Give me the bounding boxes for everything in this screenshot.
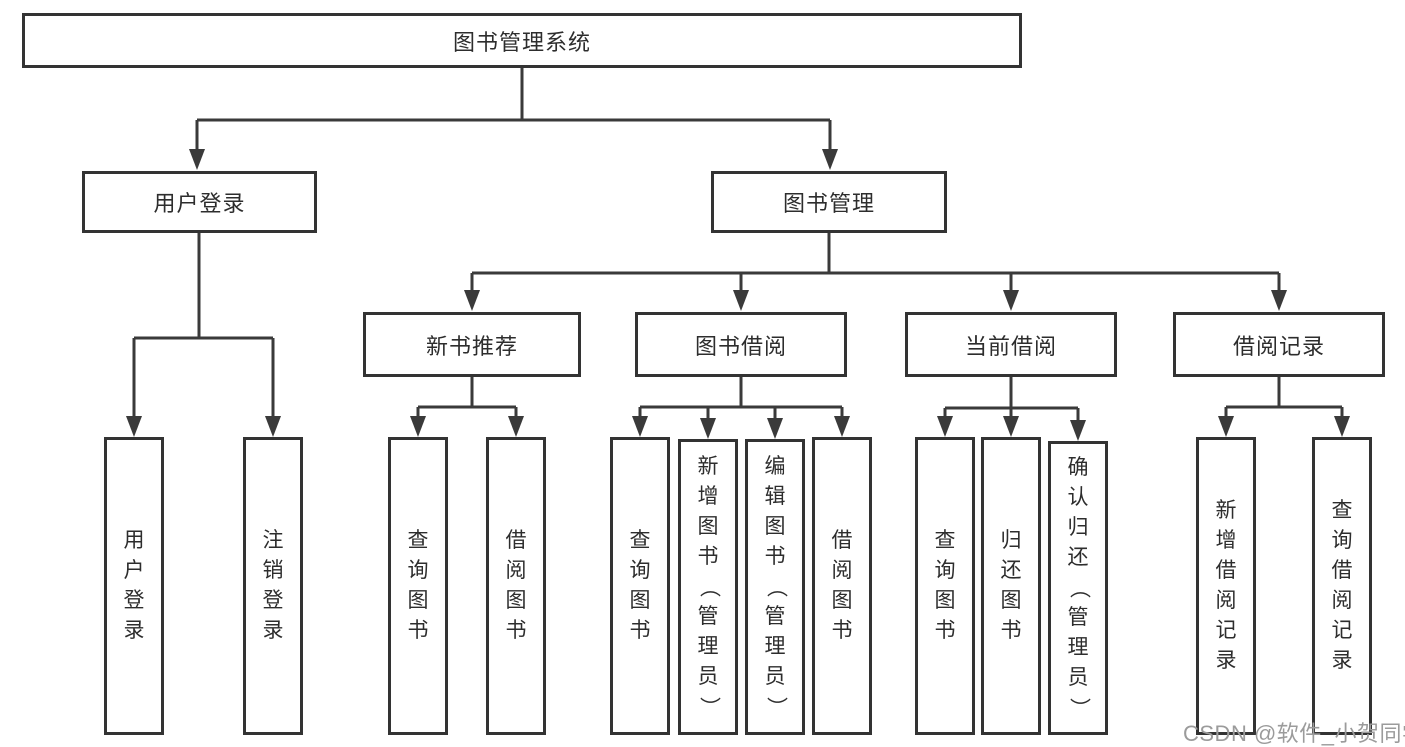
node-current-borrowing: 当前借阅	[905, 312, 1117, 377]
node-root: 图书管理系统	[22, 13, 1022, 68]
leaf-confirm-return-admin: 确认归还（管理员）	[1048, 441, 1108, 735]
leaf-query-books-current: 查询图书	[915, 437, 975, 735]
node-root-label: 图书管理系统	[452, 29, 591, 55]
leaf-add-borrow-record-label: 新增借阅记录	[1215, 499, 1237, 672]
leaf-query-books-recommend: 查询图书	[388, 437, 448, 735]
leaf-confirm-return-admin-label: 确认归还（管理员）	[1067, 456, 1090, 719]
node-borrowing-records: 借阅记录	[1173, 312, 1385, 377]
leaf-logout: 注销登录	[243, 437, 303, 735]
leaf-borrow-books-borrowing: 借阅图书	[812, 437, 872, 735]
leaf-add-borrow-record: 新增借阅记录	[1196, 437, 1256, 735]
csdn-watermark: CSDN @软件_小贺同学	[1183, 721, 1405, 746]
leaf-query-books-borrowing-label: 查询图书	[629, 529, 651, 642]
leaf-logout-label: 注销登录	[262, 529, 284, 642]
node-borrowing-records-label: 借阅记录	[1232, 333, 1325, 359]
node-book-management-label: 图书管理	[782, 191, 875, 216]
leaf-add-books-admin-label: 新增图书（管理员）	[697, 455, 720, 718]
leaf-query-borrow-record: 查询借阅记录	[1312, 437, 1372, 735]
leaf-user-login: 用户登录	[104, 437, 164, 735]
node-book-borrowing: 图书借阅	[635, 312, 847, 377]
leaf-return-books: 归还图书	[981, 437, 1041, 735]
leaf-query-books-borrowing: 查询图书	[610, 437, 670, 735]
arrowheads	[126, 149, 1350, 441]
leaf-query-borrow-record-label: 查询借阅记录	[1331, 499, 1353, 672]
leaf-user-login-label: 用户登录	[123, 529, 145, 642]
leaf-borrow-books-recommend-label: 借阅图书	[505, 529, 527, 642]
node-user-login-label: 用户登录	[153, 191, 246, 216]
leaf-borrow-books-recommend: 借阅图书	[486, 437, 546, 735]
leaf-query-books-current-label: 查询图书	[934, 529, 956, 642]
leaf-query-books-recommend-label: 查询图书	[407, 529, 429, 642]
node-new-book-recommendation: 新书推荐	[363, 312, 581, 377]
leaf-edit-books-admin-label: 编辑图书（管理员）	[764, 455, 787, 718]
leaf-borrow-books-borrowing-label: 借阅图书	[831, 529, 853, 642]
leaf-return-books-label: 归还图书	[1000, 529, 1022, 642]
node-new-book-recommendation-label: 新书推荐	[425, 333, 518, 359]
node-current-borrowing-label: 当前借阅	[964, 333, 1057, 359]
node-book-borrowing-label: 图书借阅	[694, 333, 787, 359]
node-user-login: 用户登录	[82, 171, 317, 233]
node-book-management: 图书管理	[711, 171, 947, 233]
leaf-edit-books-admin: 编辑图书（管理员）	[745, 439, 805, 735]
leaf-add-books-admin: 新增图书（管理员）	[678, 439, 738, 735]
